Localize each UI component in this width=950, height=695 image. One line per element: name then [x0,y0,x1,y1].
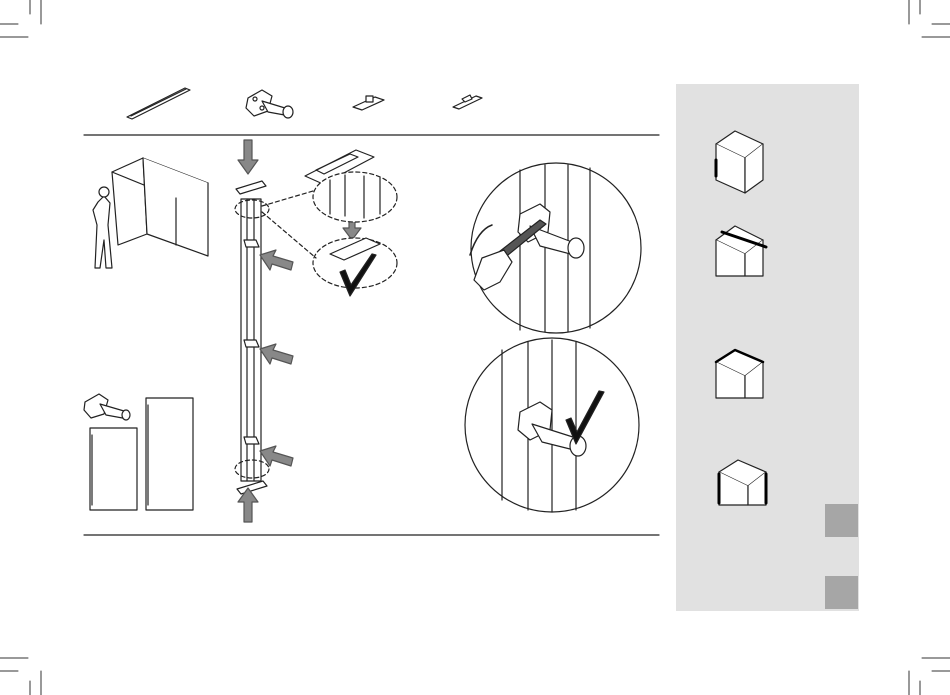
pole-assembly [235,181,269,494]
floor-clip-part [453,95,482,109]
ceiling-rail-part [127,88,190,119]
top-clip-part [353,96,384,110]
panel-sketch-left [90,428,137,510]
thumb-left-wall-panel-mount [716,131,763,193]
thumb-side-panel-mount [719,460,766,505]
bracket-detail [84,394,130,420]
wall-bracket-part [246,90,293,118]
thumb-top-corner-mount [716,350,763,398]
detail-circle-top [470,163,641,333]
detail-circle-bottom [465,338,639,512]
thumb-top-rail-mount [716,226,766,276]
corner-wall-scene [93,158,208,268]
panel-sketch-right [146,398,193,510]
human-figure-icon [93,196,112,268]
